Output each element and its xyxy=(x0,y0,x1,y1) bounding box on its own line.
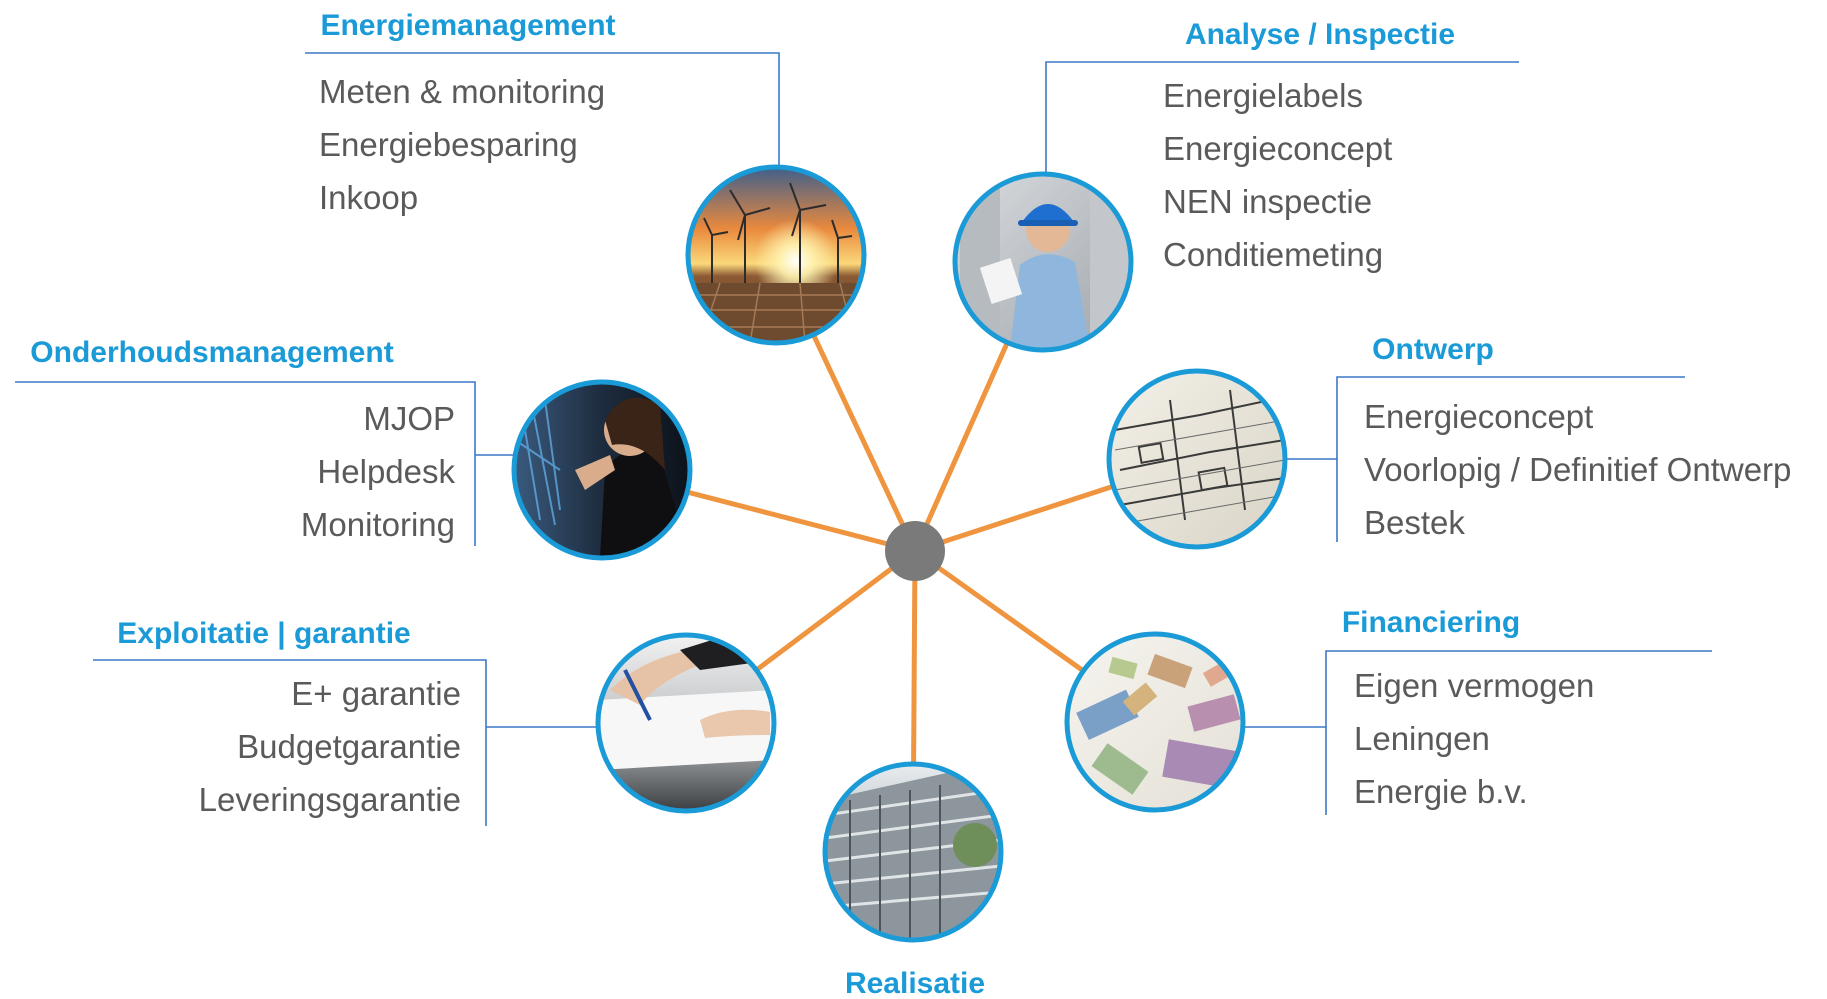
list-ontwerp: Energieconcept Voorlopig / Definitief On… xyxy=(1364,398,1791,541)
rule-exploitatie-garantie xyxy=(93,659,487,826)
list-analyse-inspectie: Energielabels Energieconcept NEN inspect… xyxy=(1163,77,1392,273)
list-item: Energie b.v. xyxy=(1354,773,1528,810)
list-financiering: Eigen vermogen Leningen Energie b.v. xyxy=(1354,667,1594,810)
heading-analyse-inspectie: Analyse / Inspectie xyxy=(1185,18,1455,51)
list-item: Energiebesparing xyxy=(319,126,578,163)
list-item: Leveringsgarantie xyxy=(199,781,461,818)
headings: Energiemanagement Analyse / Inspectie On… xyxy=(30,9,1520,999)
list-item: Energielabels xyxy=(1163,77,1363,114)
blueprint-image xyxy=(1106,368,1288,550)
rule-energiemanagement xyxy=(305,52,780,166)
euro-banknotes-image xyxy=(1064,631,1246,813)
heading-realisatie: Realisatie xyxy=(845,967,985,999)
list-item: Helpdesk xyxy=(317,453,455,490)
list-item: E+ garantie xyxy=(291,675,461,712)
list-item: Budgetgarantie xyxy=(237,728,461,765)
list-item: Voorlopig / Definitief Ontwerp xyxy=(1364,451,1791,488)
list-item: Meten & monitoring xyxy=(319,73,605,110)
rule-analyse-inspectie xyxy=(1045,61,1519,174)
list-item: Energieconcept xyxy=(1364,398,1593,435)
list-item: Energieconcept xyxy=(1163,130,1392,167)
list-item: MJOP xyxy=(363,400,455,437)
wind-turbines-sunset-image xyxy=(685,164,867,346)
list-item: NEN inspectie xyxy=(1163,183,1372,220)
heading-ontwerp: Ontwerp xyxy=(1372,333,1494,366)
list-exploitatie-garantie: E+ garantie Budgetgarantie Leveringsgara… xyxy=(199,675,461,818)
signing-contract-image xyxy=(595,632,777,814)
list-item: Conditiemeting xyxy=(1163,236,1383,273)
technician-cabling-image xyxy=(511,379,693,561)
center-hub xyxy=(885,521,945,581)
list-item: Bestek xyxy=(1364,504,1465,541)
list-item: Monitoring xyxy=(301,506,455,543)
item-lists: Meten & monitoring Energiebesparing Inko… xyxy=(199,73,1792,818)
office-building-image xyxy=(822,761,1004,943)
rule-ontwerp xyxy=(1336,376,1685,542)
rule-financiering xyxy=(1325,650,1712,815)
heading-energiemanagement: Energiemanagement xyxy=(320,9,615,42)
heading-exploitatie-garantie: Exploitatie | garantie xyxy=(117,617,410,650)
connector-lines xyxy=(15,52,1712,826)
list-energiemanagement: Meten & monitoring Energiebesparing Inko… xyxy=(319,73,605,216)
list-item: Eigen vermogen xyxy=(1354,667,1594,704)
list-onderhoudsmanagement: MJOP Helpdesk Monitoring xyxy=(301,400,456,543)
heading-onderhoudsmanagement: Onderhoudsmanagement xyxy=(30,336,393,369)
inspector-hardhat-image xyxy=(952,171,1134,353)
rule-onderhoudsmanagement xyxy=(15,381,476,546)
list-item: Leningen xyxy=(1354,720,1490,757)
list-item: Inkoop xyxy=(319,179,418,216)
heading-financiering: Financiering xyxy=(1342,606,1520,639)
